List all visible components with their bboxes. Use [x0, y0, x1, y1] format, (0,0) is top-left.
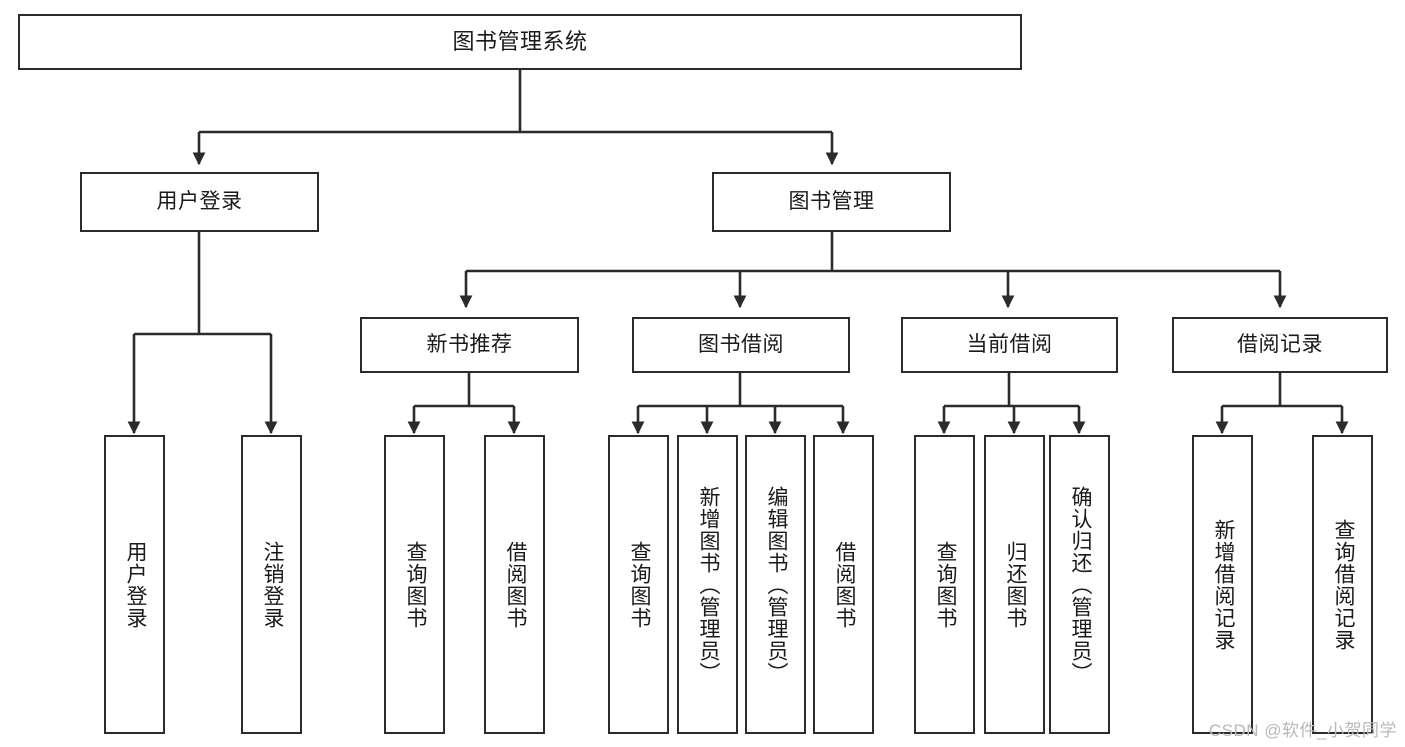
node-label: 新书推荐: [426, 333, 513, 357]
node-current-borrow[interactable]: 当前借阅: [901, 317, 1118, 373]
leaf-query-book-current[interactable]: 查询图书: [914, 435, 975, 734]
leaf-borrow-book[interactable]: 借阅图书: [813, 435, 874, 734]
csdn-watermark: CSDN @软件_小贺同学: [1208, 721, 1397, 740]
node-label: 查询图书: [627, 540, 651, 629]
node-label: 图书管理: [788, 190, 875, 214]
leaf-borrow-book-recommend[interactable]: 借阅图书: [484, 435, 545, 734]
leaf-user-login[interactable]: 用户登录: [104, 435, 165, 734]
node-label: 新增借阅记录: [1211, 518, 1235, 651]
leaf-return-book[interactable]: 归还图书: [984, 435, 1045, 734]
leaf-add-book-admin[interactable]: 新增图书（管理员）: [677, 435, 738, 734]
node-label: 查询图书: [933, 540, 957, 629]
node-label: 借阅记录: [1237, 333, 1323, 357]
node-label: 新增图书（管理员）: [696, 485, 720, 684]
node-label: 注销登录: [260, 540, 284, 629]
node-label: 用户登录: [123, 540, 147, 629]
node-label: 借阅图书: [503, 540, 527, 629]
leaf-edit-book-admin[interactable]: 编辑图书（管理员）: [745, 435, 806, 734]
node-label: 当前借阅: [966, 333, 1053, 357]
leaf-query-book-recommend[interactable]: 查询图书: [384, 435, 445, 734]
node-borrow-record[interactable]: 借阅记录: [1172, 317, 1388, 373]
node-label: 归还图书: [1003, 540, 1027, 629]
leaf-logout[interactable]: 注销登录: [241, 435, 302, 734]
node-user-login[interactable]: 用户登录: [80, 172, 319, 232]
node-label: 查询图书: [403, 540, 427, 629]
node-label: 图书管理系统: [452, 28, 588, 54]
leaf-query-book-borrow[interactable]: 查询图书: [608, 435, 669, 734]
node-label: 用户登录: [156, 190, 243, 214]
node-book-management-system[interactable]: 图书管理系统: [18, 14, 1022, 70]
node-book-management[interactable]: 图书管理: [712, 172, 951, 232]
node-label: 图书借阅: [698, 333, 784, 357]
node-new-book-recommend[interactable]: 新书推荐: [360, 317, 579, 373]
node-book-borrow[interactable]: 图书借阅: [632, 317, 850, 373]
node-label: 确认归还（管理员）: [1068, 485, 1092, 684]
leaf-query-borrow-record[interactable]: 查询借阅记录: [1312, 435, 1373, 734]
leaf-add-borrow-record[interactable]: 新增借阅记录: [1192, 435, 1253, 734]
node-label: 查询借阅记录: [1331, 518, 1355, 651]
node-label: 编辑图书（管理员）: [764, 485, 788, 684]
leaf-confirm-return-admin[interactable]: 确认归还（管理员）: [1049, 435, 1110, 734]
node-label: 借阅图书: [832, 540, 856, 629]
